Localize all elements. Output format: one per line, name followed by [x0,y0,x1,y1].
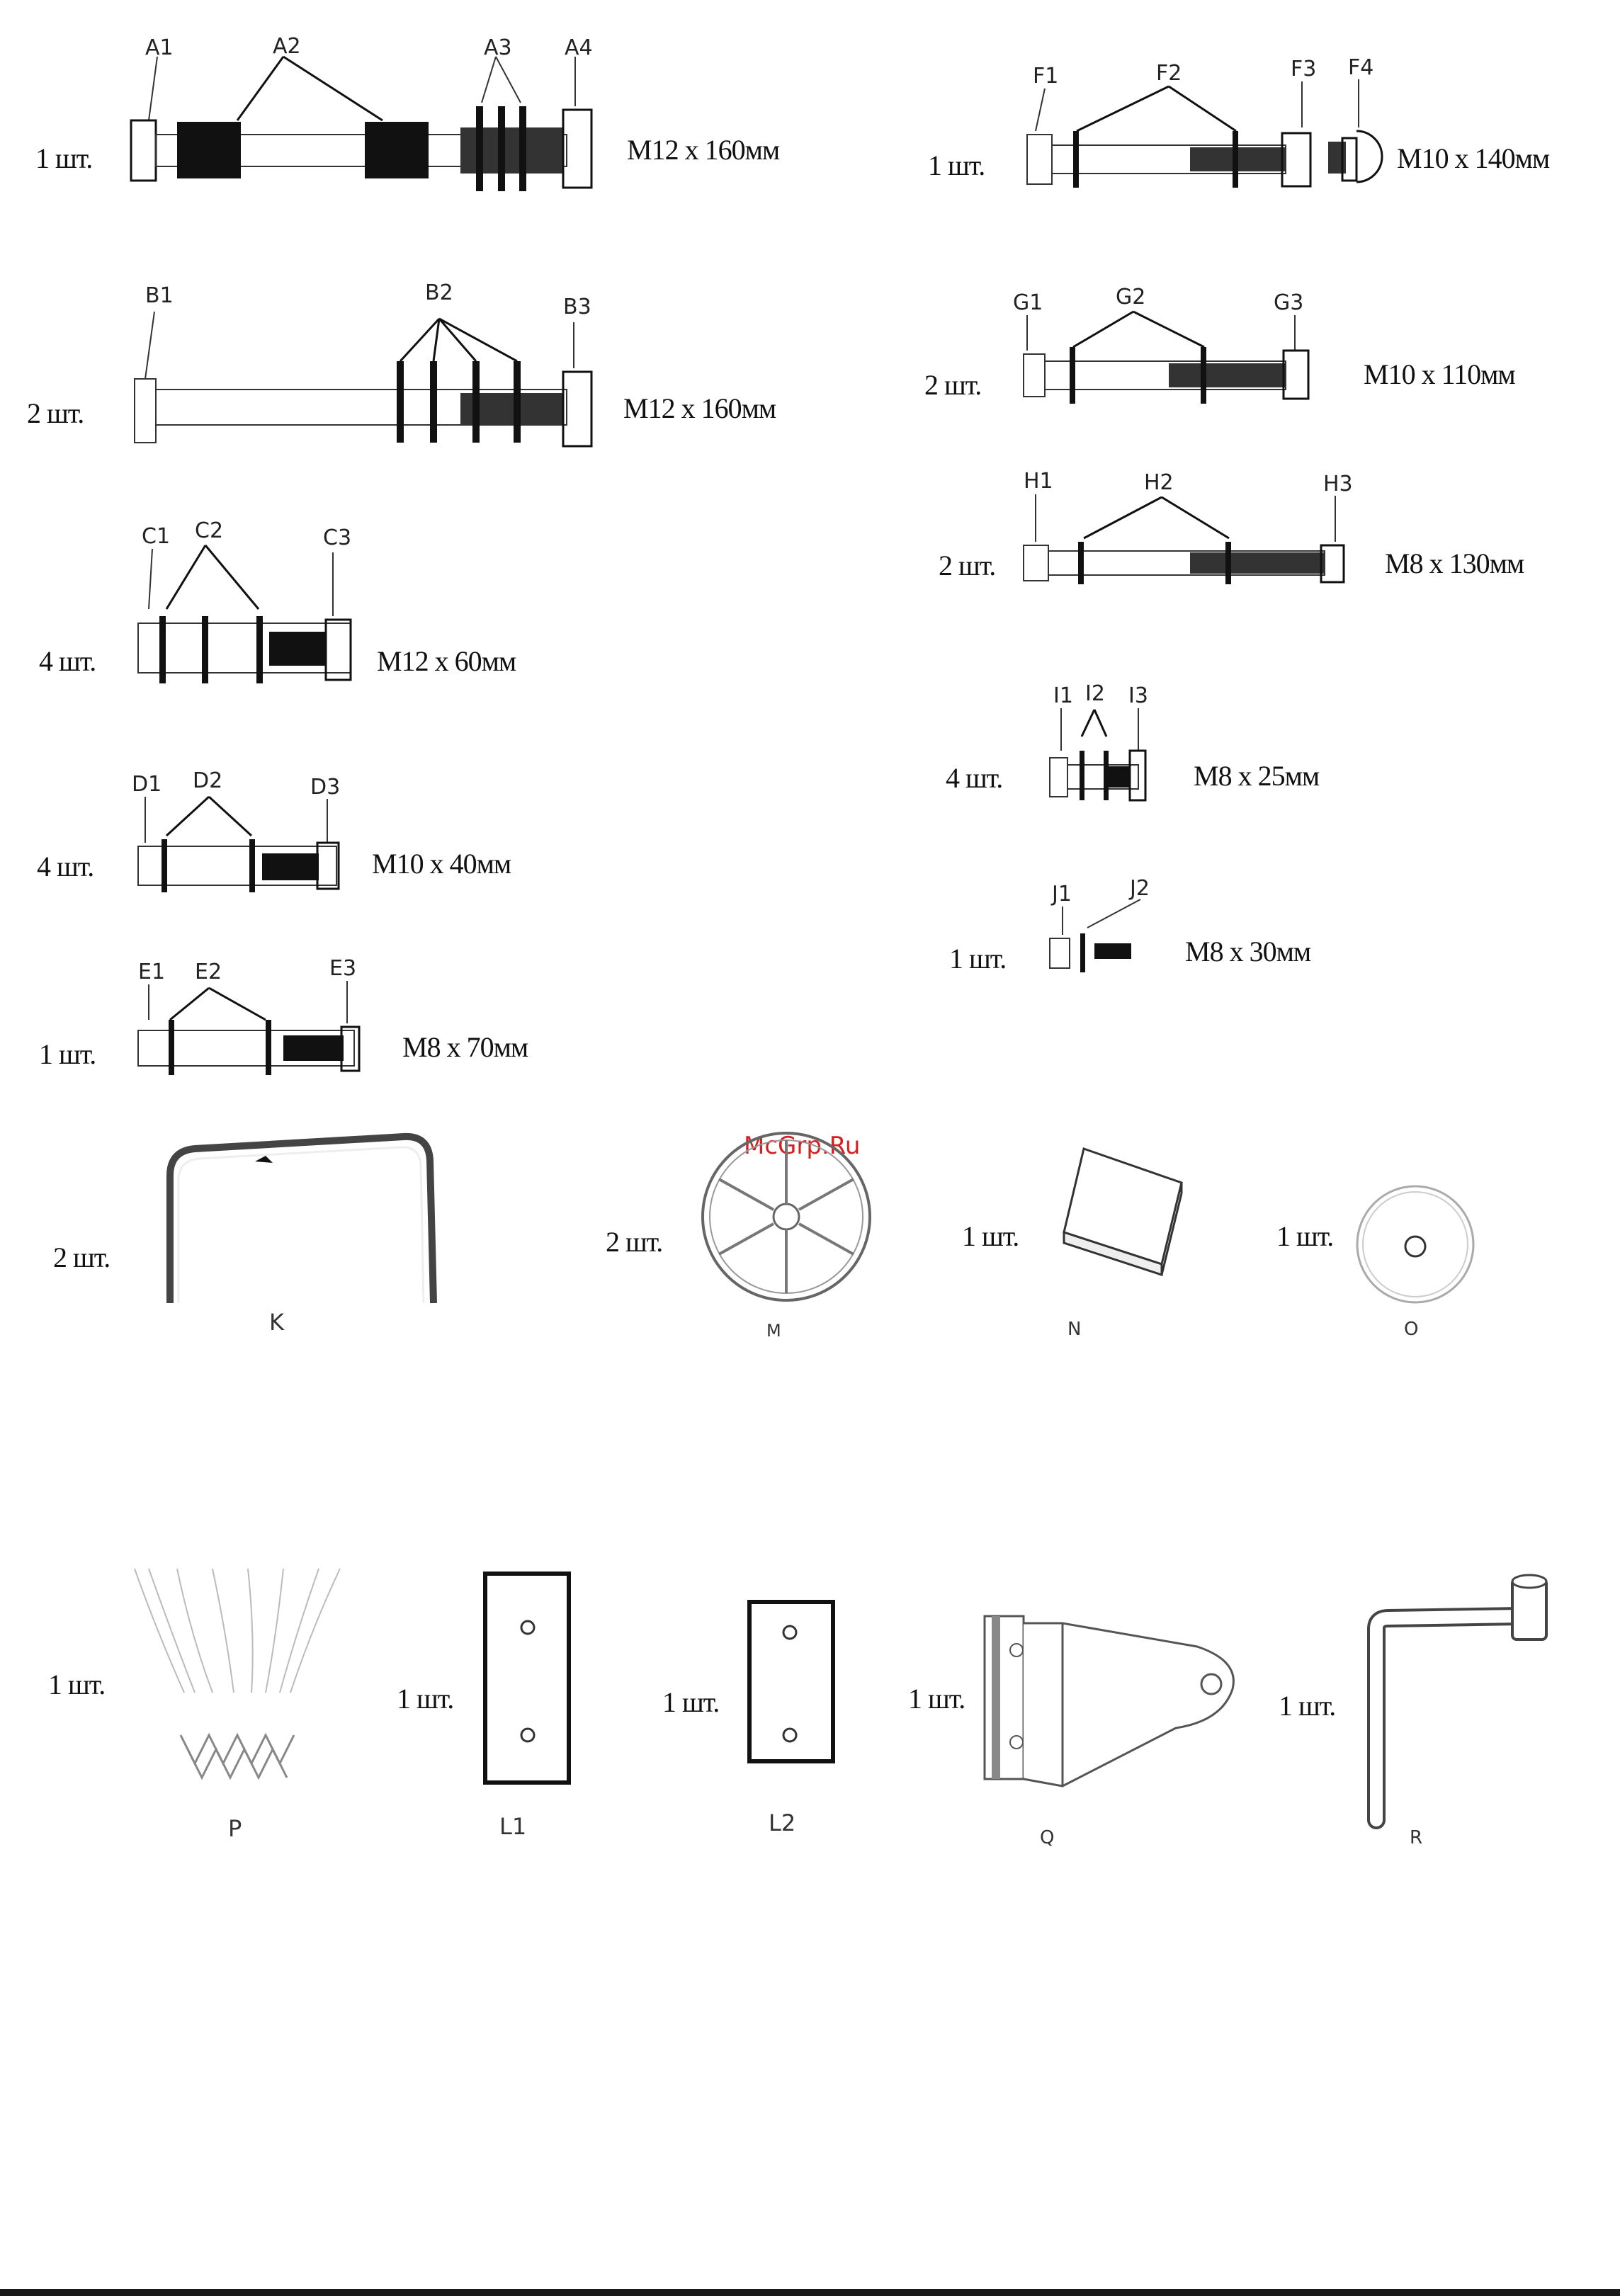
bolt-b-spec: M12 x 160мм [623,392,776,424]
bolt-e-drawing [137,981,361,1075]
part-l1-drawing [483,1572,571,1785]
bolt-h-drawing [1023,494,1345,584]
part-r-drawing [1367,1574,1548,1829]
label-h1: H1 [1024,469,1053,494]
bolt-i-spec: M8 x 25мм [1194,760,1320,792]
bolt-f-drawing [1026,79,1383,188]
label-j2: J2 [1130,876,1150,901]
label-d3: D3 [310,775,341,800]
label-a3: A3 [484,35,512,60]
bolt-b-drawing [134,311,593,448]
part-m-caption: M [766,1321,781,1341]
part-k-caption: K [269,1309,284,1336]
label-i2: I2 [1085,681,1105,706]
bolt-f-spec: M10 x 140мм [1397,142,1550,174]
bolt-h-quantity: 2 шт. [939,550,996,581]
part-q-quantity: 1 шт. [908,1683,965,1715]
bolt-e-quantity: 1 шт. [39,1038,96,1070]
label-j1: J1 [1052,882,1072,907]
bolt-h-spec: M8 x 130мм [1385,547,1524,579]
bolt-a-drawing [130,55,593,191]
label-h3: H3 [1323,472,1353,496]
label-c1: C1 [142,524,171,549]
page-bottom-rule [0,2289,1620,2296]
bolt-j-spec: M8 x 30мм [1185,936,1311,967]
label-g3: G3 [1274,290,1304,315]
label-f3: F3 [1291,57,1317,81]
bolt-g-quantity: 2 шт. [924,369,982,401]
label-b1: B1 [145,283,174,308]
label-b3: B3 [563,295,591,319]
bolt-i-quantity: 4 шт. [946,762,1003,794]
part-p-drawing [134,1568,341,1780]
bolt-g-drawing [1023,310,1310,404]
part-p-caption: P [228,1815,242,1842]
part-q-drawing [983,1615,1235,1788]
label-c3: C3 [323,525,352,550]
label-d1: D1 [132,772,162,797]
label-g2: G2 [1116,285,1146,309]
bolt-i-drawing [1049,708,1147,802]
part-n-quantity: 1 шт. [962,1220,1019,1252]
part-k-drawing [166,1132,437,1304]
part-o-quantity: 1 шт. [1276,1220,1334,1252]
label-e2: E2 [195,960,222,984]
part-p-quantity: 1 шт. [48,1669,106,1700]
label-f1: F1 [1033,64,1059,89]
bolt-j-quantity: 1 шт. [949,943,1007,974]
label-f2: F2 [1156,61,1182,86]
bolt-e-spec: M8 x 70мм [402,1031,528,1063]
part-l2-caption: L2 [769,1809,796,1836]
part-o-drawing [1356,1185,1475,1304]
part-n-drawing [1063,1147,1183,1277]
part-k-quantity: 2 шт. [53,1241,111,1273]
part-r-caption: R [1410,1827,1423,1848]
part-l1-quantity: 1 шт. [397,1683,454,1715]
label-d2: D2 [193,768,223,793]
label-a2: A2 [273,34,301,59]
bolt-c-drawing [137,545,352,683]
label-a4: A4 [565,35,593,60]
bolt-d-drawing [137,795,340,892]
bolt-c-quantity: 4 шт. [39,645,96,677]
label-a1: A1 [145,35,174,60]
bolt-g-spec: M10 x 110мм [1364,358,1516,390]
label-h2: H2 [1144,470,1174,495]
part-l2-drawing [747,1600,835,1763]
bolt-d-quantity: 4 шт. [37,851,94,882]
part-m-quantity: 2 шт. [606,1226,663,1258]
bolt-a-quantity: 1 шт. [35,142,93,174]
part-l2-quantity: 1 шт. [662,1686,720,1718]
bolt-a-spec: M12 x 160мм [627,134,780,166]
label-b2: B2 [425,280,453,305]
bolt-c-spec: M12 x 60мм [377,645,516,677]
label-i1: I1 [1053,683,1073,708]
part-l1-caption: L1 [499,1813,527,1840]
label-f4: F4 [1348,55,1374,80]
bolt-f-quantity: 1 шт. [928,149,985,181]
part-o-caption: O [1404,1319,1419,1340]
bolt-b-quantity: 2 шт. [27,397,84,429]
part-n-caption: N [1067,1319,1082,1340]
part-m-drawing [701,1132,871,1302]
part-q-caption: Q [1040,1827,1055,1848]
label-c2: C2 [195,518,224,543]
label-i3: I3 [1128,683,1148,708]
part-r-quantity: 1 шт. [1279,1690,1336,1722]
bolt-d-spec: M10 x 40мм [372,848,511,880]
label-e3: E3 [329,956,357,981]
bolt-j-drawing [1049,899,1141,972]
label-g1: G1 [1013,290,1043,315]
label-e1: E1 [138,960,166,984]
